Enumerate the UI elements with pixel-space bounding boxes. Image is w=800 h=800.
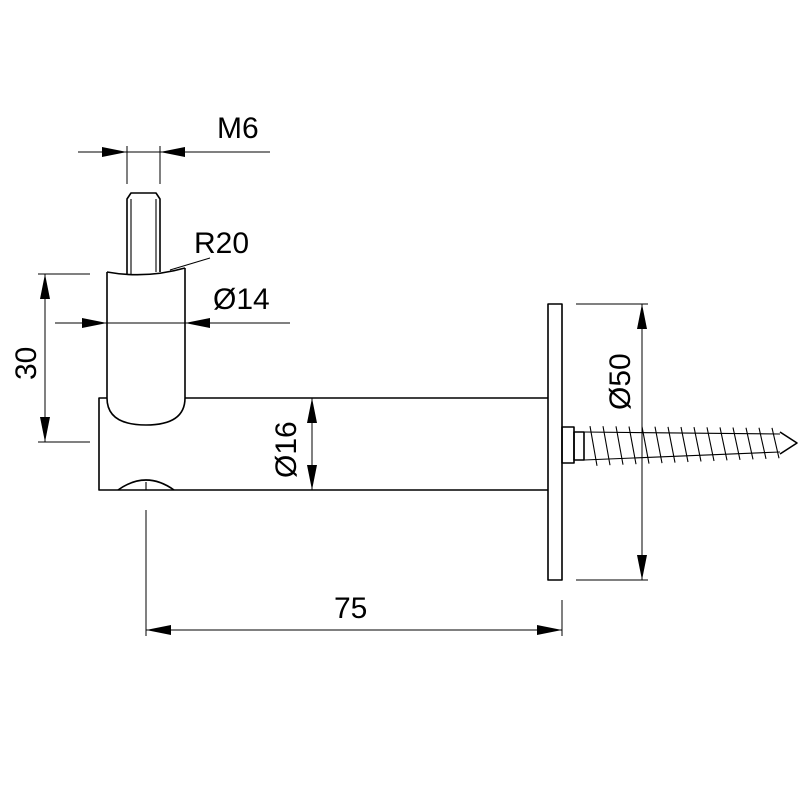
label-75: 75	[334, 592, 367, 625]
vertical-stem	[106, 267, 186, 398]
horizontal-arm	[98, 397, 548, 491]
dimension-d50: Ø50	[576, 303, 648, 581]
threaded-pin	[126, 192, 161, 275]
label-r20: R20	[194, 227, 249, 260]
wood-screw	[561, 426, 798, 466]
dimension-m6: M6	[78, 112, 270, 184]
wall-plate	[547, 303, 563, 581]
label-d14: Ø14	[213, 283, 270, 316]
dimension-d16: Ø16	[270, 398, 317, 490]
dimension-r20: R20	[169, 227, 249, 271]
label-d50: Ø50	[604, 353, 637, 410]
dimension-30: 30	[10, 273, 90, 443]
label-30: 30	[10, 347, 43, 380]
label-d16: Ø16	[270, 421, 303, 478]
label-m6: M6	[217, 112, 259, 145]
dimension-75: 75	[145, 510, 563, 636]
dimension-d14: Ø14	[55, 283, 290, 328]
